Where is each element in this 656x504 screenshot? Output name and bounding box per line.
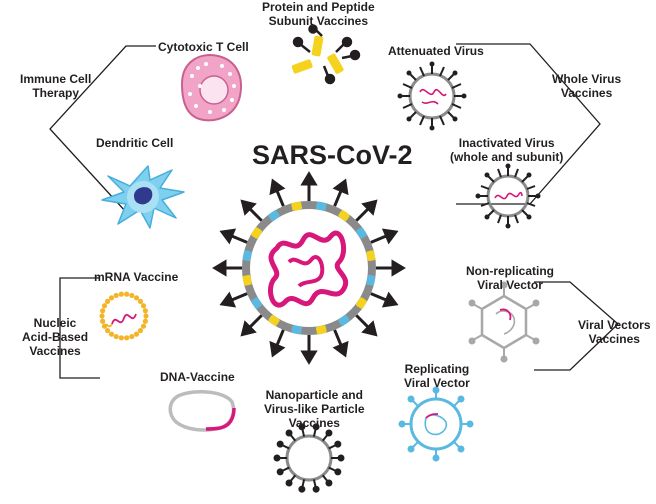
- dna-vaccine-icon: [168, 389, 236, 432]
- lipid-dot: [129, 292, 135, 299]
- lipid-dot: [104, 327, 111, 334]
- lipid-dot: [108, 331, 115, 337]
- membrane-protein: [338, 315, 350, 326]
- membrane-protein: [251, 227, 262, 239]
- viral-vectors-vaccines-label: Viral Vectors Vaccines: [578, 318, 651, 346]
- lipid-dot: [118, 335, 124, 341]
- dna-vaccine-label: DNA-Vaccine: [160, 370, 235, 384]
- dendritic-cell-icon: [101, 165, 185, 229]
- lipid-dot: [129, 333, 135, 340]
- lipid-dot: [140, 323, 147, 329]
- cytotoxic-t-cell-icon: [180, 54, 242, 122]
- spike-protein: [212, 259, 242, 277]
- membrane-protein: [268, 210, 280, 221]
- lipid-dot: [101, 303, 108, 309]
- inactivated-virus-icon: [475, 163, 541, 229]
- nanoparticle-vlp-label: Nanoparticle and Virus-like Particle Vac…: [264, 388, 365, 430]
- spike-protein: [219, 291, 248, 308]
- sars-cov-2-virus-icon: [212, 171, 406, 365]
- lipid-dot: [142, 308, 148, 314]
- spike-protein: [219, 228, 248, 245]
- membrane-protein: [291, 325, 303, 335]
- mrna-vaccine-label: mRNA Vaccine: [94, 270, 179, 284]
- membrane-protein: [242, 250, 252, 262]
- lipid-dot: [143, 313, 149, 319]
- lipid-dot: [118, 291, 124, 297]
- spike-protein: [355, 314, 378, 337]
- lipid-dot: [142, 318, 148, 324]
- lipid-dot: [113, 333, 119, 340]
- lipid-dot: [124, 335, 130, 341]
- inactivated-virus-label: Inactivated Virus (whole and subunit): [450, 136, 564, 164]
- spike-protein: [300, 335, 318, 365]
- spike-protein: [370, 228, 399, 245]
- lipid-dot: [133, 331, 140, 337]
- membrane-protein: [366, 250, 376, 262]
- replicating-vector-icon: [398, 386, 474, 462]
- attenuated-virus-icon: [397, 61, 467, 131]
- membrane-protein: [338, 210, 350, 221]
- membrane-protein: [315, 201, 327, 211]
- membrane-protein: [356, 227, 367, 239]
- connector-lines: [49, 43, 619, 379]
- protein-subunit-icon: [291, 24, 361, 85]
- mrna-vaccine-icon: [99, 291, 149, 341]
- immune-cell-therapy-label: Immune Cell Therapy: [20, 72, 92, 100]
- lipid-dot: [100, 318, 106, 324]
- lipid-dot: [137, 327, 144, 334]
- lipid-dot: [108, 295, 115, 301]
- lipid-dot: [124, 291, 130, 297]
- lipid-dot: [137, 298, 144, 305]
- membrane-protein: [242, 274, 252, 286]
- protein-subunit-label: Protein and Peptide Subunit Vaccines: [262, 0, 375, 28]
- membrane-protein: [251, 297, 262, 309]
- diagram-title: SARS-CoV-2: [252, 140, 413, 170]
- lipid-dot: [104, 298, 111, 305]
- whole-virus-bracket: [456, 43, 601, 205]
- dendritic-cell-label: Dendritic Cell: [96, 136, 174, 150]
- spike-protein: [269, 178, 286, 207]
- whole-virus-vaccines-label: Whole Virus Vaccines: [552, 72, 622, 100]
- spike-protein: [332, 329, 349, 358]
- membrane-protein: [366, 274, 376, 286]
- spike-protein: [269, 329, 286, 358]
- nucleic-acid-bracket: [59, 277, 100, 379]
- attenuated-virus-label: Attenuated Virus: [388, 44, 484, 58]
- spike-protein: [332, 178, 349, 207]
- membrane-protein: [291, 201, 303, 211]
- non-replicating-vector-icon: [468, 281, 540, 363]
- lipid-dot: [113, 292, 119, 299]
- non-replicating-vector-label: Non-replicating Viral Vector: [466, 264, 555, 292]
- spike-protein: [300, 171, 318, 201]
- membrane-protein: [356, 297, 367, 309]
- spike-protein: [355, 199, 378, 222]
- spike-protein: [370, 291, 399, 308]
- nanoparticle-vlp-icon: [273, 423, 345, 493]
- spike-protein: [240, 314, 263, 337]
- membrane-protein: [315, 325, 327, 335]
- lipid-dot: [99, 313, 105, 319]
- spike-protein: [240, 199, 263, 222]
- lipid-dot: [140, 303, 147, 309]
- cytotoxic-t-cell-label: Cytotoxic T Cell: [158, 40, 249, 54]
- spike-protein: [376, 259, 406, 277]
- immune-cell-bracket: [49, 45, 156, 213]
- nucleic-acid-vaccines-label: Nucleic Acid-Based Vaccines: [22, 316, 89, 358]
- replicating-vector-label: Replicating Viral Vector: [404, 362, 470, 390]
- viral-vector-bracket: [534, 281, 619, 371]
- lipid-dot: [100, 308, 106, 314]
- lipid-dot: [133, 295, 140, 301]
- membrane-protein: [268, 315, 280, 326]
